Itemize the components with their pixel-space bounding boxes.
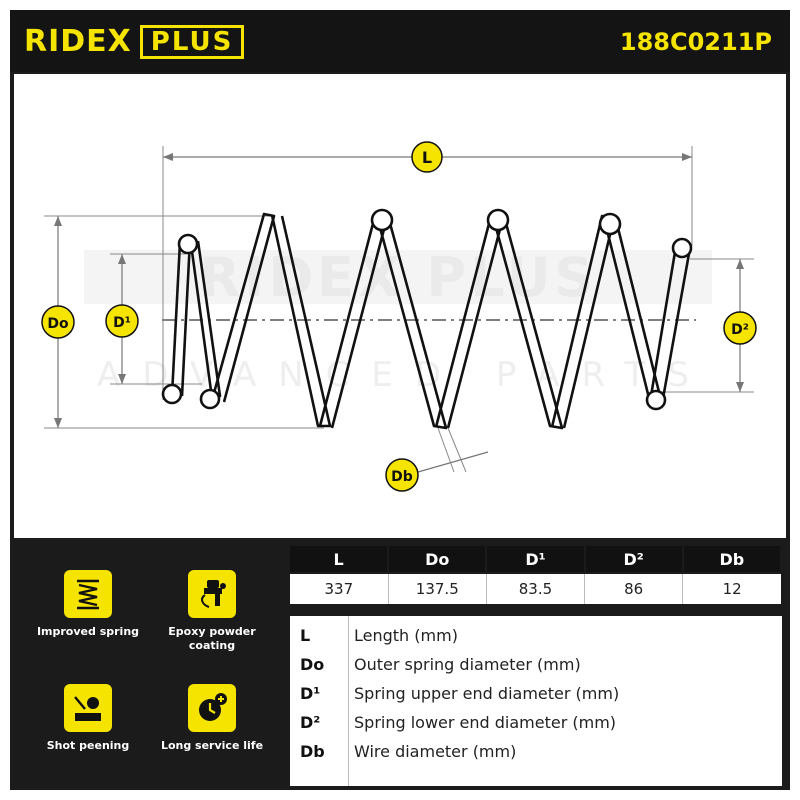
db-dimension-line (417, 451, 489, 473)
specs-header-l: L (290, 546, 390, 573)
label-l-text: L (422, 148, 432, 167)
legend-item: Db Wire diameter (mm) (290, 737, 782, 765)
specs-table: L Do D¹ D² Db 337 137.5 83.5 86 12 (290, 546, 783, 604)
l-arrow-right (682, 153, 692, 161)
coil-tip-7 (671, 237, 693, 259)
legend-item: D¹ Spring upper end diameter (mm) (290, 679, 782, 707)
legend-item: Do Outer spring diameter (mm) (290, 650, 782, 678)
label-do-text: Do (47, 316, 69, 332)
clock-plus-icon (188, 684, 236, 732)
do-arrow-top (54, 216, 62, 226)
part-code: 188C0211P (619, 28, 772, 56)
feature-label: Long service life (160, 739, 264, 752)
coil-3 (270, 214, 332, 428)
feature-epoxy-coating: Epoxy powder coating (152, 570, 272, 653)
legend-desc: Wire diameter (mm) (354, 741, 517, 761)
d2-arrow-bottom (736, 382, 744, 392)
coil-2 (210, 212, 276, 403)
spring-diagram: RIDEX PLUS ADVANCED PARTS (14, 74, 786, 538)
legend-key: L (300, 625, 311, 645)
legend-item: D² Spring lower end diameter (mm) (290, 708, 782, 736)
feature-label: Improved spring (36, 625, 140, 638)
specs-header-db: Db (682, 546, 783, 573)
brand-ridex: RIDEX (24, 24, 132, 59)
specs-header-d1: D¹ (486, 546, 586, 573)
specs-value-l: 337 (290, 572, 389, 604)
legend-key: Do (300, 654, 325, 674)
legend-item: L Length (mm) (290, 621, 782, 649)
feature-shot-peening: Shot peening (28, 684, 148, 753)
db-ext-right (447, 427, 467, 473)
legend-divider (348, 616, 349, 786)
l-arrow-left (163, 153, 173, 161)
specs-header-d2: D² (584, 546, 684, 573)
label-d2: D² (723, 311, 757, 345)
coil-5 (374, 212, 448, 430)
legend-desc: Spring lower end diameter (mm) (354, 712, 617, 732)
label-do: Do (41, 305, 75, 339)
label-d1-text: D¹ (113, 315, 131, 331)
feature-long-service: Long service life (152, 684, 272, 753)
legend-key: D¹ (300, 683, 321, 703)
db-ext-left (437, 427, 455, 473)
legend-key: D² (300, 712, 321, 732)
legend-key: Db (300, 741, 325, 761)
do-arrow-bottom (54, 418, 62, 428)
specs-value-db: 12 (682, 572, 781, 604)
specs-value-row: 337 137.5 83.5 86 12 (290, 572, 781, 604)
d2-arrow-top (736, 259, 744, 269)
coil-tip-5 (486, 208, 510, 232)
spring-icon (64, 570, 112, 618)
watermark-bottom: ADVANCED PARTS (97, 355, 711, 395)
coil-tip-8 (645, 389, 667, 411)
specs-header-do: Do (388, 546, 488, 573)
specs-value-do: 137.5 (388, 572, 487, 604)
brand-logo: RIDEX PLUS (24, 24, 245, 60)
coil-7 (490, 212, 564, 430)
coil-tip-2 (161, 383, 183, 405)
coil-tip-4 (370, 208, 394, 232)
dimension-legend: L Length (mm) Do Outer spring diameter (… (290, 616, 782, 786)
legend-desc: Spring upper end diameter (mm) (354, 683, 620, 703)
label-db-text: Db (391, 469, 413, 485)
shot-peening-icon (64, 684, 112, 732)
coil-tip-3 (199, 388, 221, 410)
label-d2-text: D² (731, 322, 749, 338)
feature-label: Epoxy powder coating (168, 625, 256, 652)
feature-improved-spring: Improved spring (28, 570, 148, 639)
label-db: Db (385, 458, 419, 492)
specs-header-row: L Do D¹ D² Db (290, 546, 783, 573)
brand-plus: PLUS (139, 25, 245, 59)
label-d1: D¹ (105, 304, 139, 338)
spray-gun-icon (188, 570, 236, 618)
specs-value-d2: 86 (584, 572, 684, 604)
d1-arrow-top (118, 254, 126, 264)
label-l: L (411, 141, 443, 173)
coil-tip-6 (598, 212, 622, 236)
legend-desc: Outer spring diameter (mm) (354, 654, 581, 674)
coil-ends (161, 208, 693, 411)
spring-drawing: RIDEX PLUS ADVANCED PARTS (41, 141, 757, 492)
specs-value-d1: 83.5 (486, 572, 586, 604)
coil-tip-1 (177, 233, 199, 255)
d1-arrow-bottom (118, 374, 126, 384)
legend-desc: Length (mm) (354, 625, 458, 645)
feature-label: Shot peening (46, 739, 130, 752)
spring-coils (170, 210, 692, 430)
